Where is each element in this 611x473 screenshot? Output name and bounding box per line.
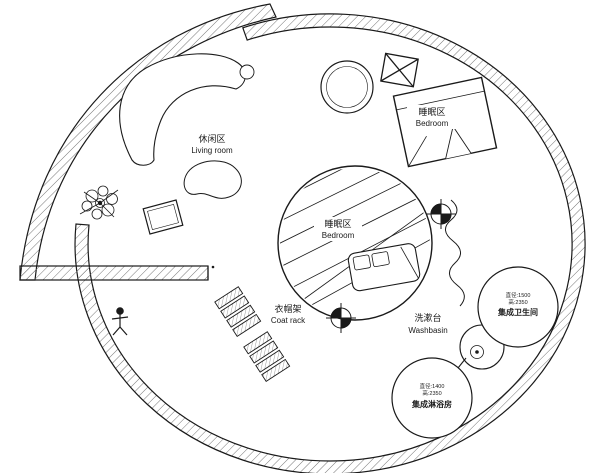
shower-pod-dim-1: 直径:1400 — [420, 382, 445, 390]
shower-pod-dim-2: 高:2350 — [422, 389, 441, 397]
label-living-room-zh: 休闲区 — [198, 133, 225, 144]
crate-box — [380, 52, 419, 88]
bathroom-pod-dim-1: 直径:1500 — [506, 291, 531, 299]
door-dot — [211, 265, 215, 269]
label-washbasin-zh: 洗漱台 — [414, 312, 441, 323]
valve-icon-2 — [326, 303, 356, 333]
bedroom-pod-circle — [277, 165, 433, 321]
shower-pod-circle — [391, 357, 473, 439]
plant-icon — [79, 185, 119, 220]
round-table-inner — [326, 66, 368, 108]
coat-rack-unit-1 — [214, 286, 262, 338]
label-living-room-en: Living room — [191, 146, 233, 155]
pod-bed-pillow-2 — [371, 251, 390, 268]
label-bedroom-upper-zh: 睡眠区 — [418, 106, 445, 117]
bathroom-pod-name: 集成卫生间 — [497, 307, 538, 317]
label-bedroom-pod-en: Bedroom — [322, 231, 355, 240]
valve-icon-1 — [426, 199, 456, 229]
label-halo-bed-upper — [407, 105, 457, 129]
label-coat-rack-zh: 衣帽架 — [274, 303, 301, 314]
pod-bed — [347, 243, 421, 292]
curtain-squiggle — [445, 199, 465, 307]
shower-pod-name: 集成淋浴房 — [411, 399, 452, 409]
coffee-table — [183, 160, 242, 199]
outer-wall-ring — [74, 13, 586, 473]
side-table — [239, 64, 255, 80]
label-bedroom-upper-en: Bedroom — [416, 119, 449, 128]
person-figure-icon — [111, 307, 129, 336]
sofa — [119, 53, 246, 166]
label-coat-rack-en: Coat rack — [271, 316, 306, 325]
label-washbasin-en: Washbasin — [408, 326, 447, 335]
bathroom-pod-circle — [477, 266, 559, 348]
partition-wall — [19, 265, 209, 281]
label-halo-bed-pod — [314, 217, 362, 241]
bathroom-pod-dim-2: 高:2350 — [508, 298, 527, 306]
ottoman — [142, 199, 184, 235]
round-table — [320, 60, 374, 114]
coat-rack-unit-2 — [243, 331, 291, 383]
pod-bed-pillow-1 — [352, 254, 371, 271]
label-bedroom-pod-zh: 睡眠区 — [324, 218, 351, 229]
